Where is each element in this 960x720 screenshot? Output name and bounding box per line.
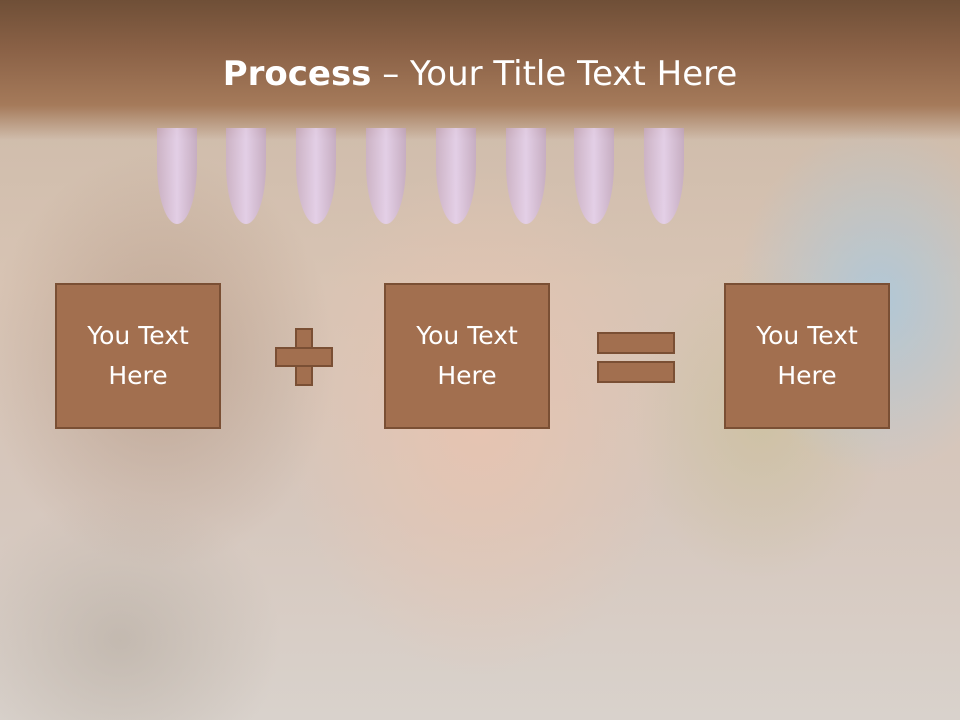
title-bold: Process [222, 54, 372, 94]
box-3-line-2: Here [777, 361, 837, 390]
box-1-line-2: Here [108, 361, 168, 390]
box-2-line-2: Here [437, 361, 497, 390]
process-box-3[interactable]: You Text Here [724, 283, 890, 429]
box-3-line-1: You Text [756, 321, 858, 350]
process-box-2[interactable]: You Text Here [384, 283, 550, 429]
slide-title[interactable]: Process – Your Title Text Here [0, 52, 960, 96]
title-rest: – Your Title Text Here [371, 54, 738, 94]
box-1-line-1: You Text [87, 321, 189, 350]
process-box-1[interactable]: You Text Here [55, 283, 221, 429]
box-2-line-1: You Text [416, 321, 518, 350]
title-bar [0, 0, 960, 140]
